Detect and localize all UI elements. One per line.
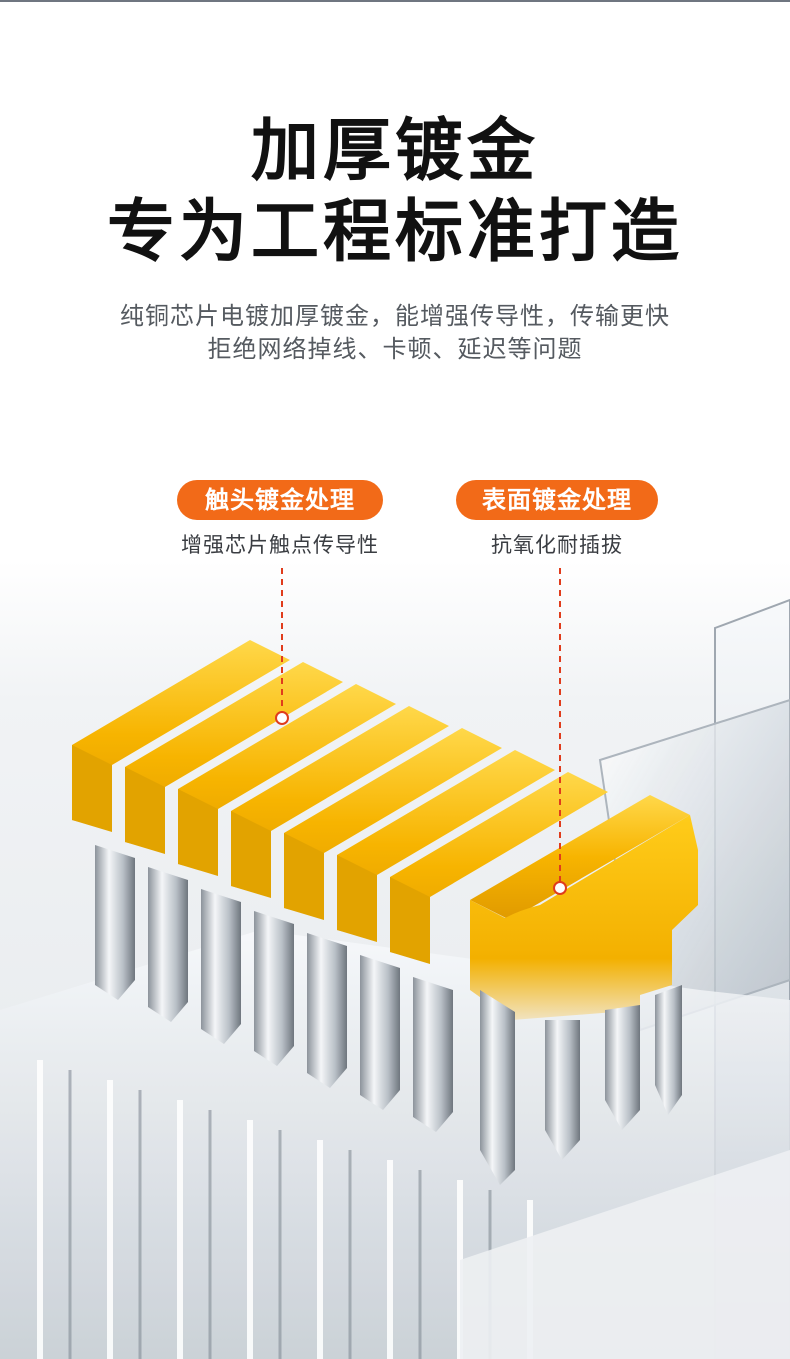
callout-surface-plating-badge: 表面镀金处理 xyxy=(456,480,658,520)
headline-line-2: 专为工程标准打造 xyxy=(106,193,683,272)
housing-back xyxy=(0,598,790,1359)
top-border xyxy=(0,0,790,2)
gold-contacts xyxy=(72,640,698,1185)
callout-surface-plating-detail: 抗氧化耐插拔 xyxy=(491,533,623,557)
callout-leaders xyxy=(275,568,567,895)
callout-contact-plating-detail: 增强芯片触点传导性 xyxy=(181,533,379,557)
description-line-1: 纯铜芯片电镀加厚镀金，能增强传导性，传输更快 xyxy=(120,302,670,330)
description-line-2: 拒绝网络掉线、卡顿、延迟等问题 xyxy=(207,335,583,363)
headline-line-1: 加厚镀金 xyxy=(250,112,539,191)
callout-contact-plating-badge: 触头镀金处理 xyxy=(177,480,383,520)
